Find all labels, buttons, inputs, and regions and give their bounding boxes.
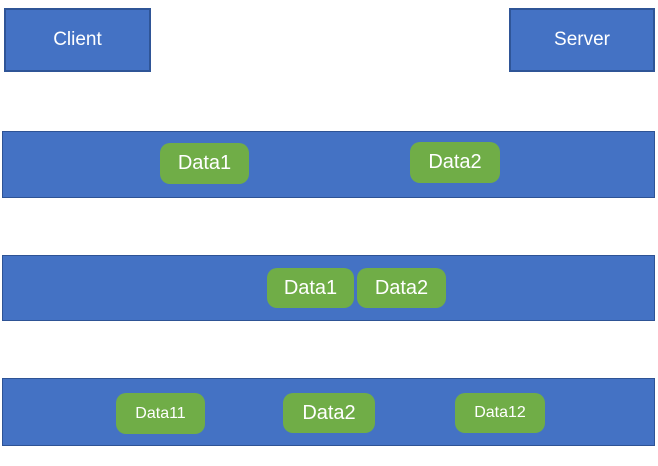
packet-row3-data2: Data2 [283, 393, 375, 433]
packet-label: Data2 [374, 276, 429, 299]
stream-bar-1 [2, 131, 655, 198]
packet-label: Data11 [135, 404, 186, 422]
packet-label: Data1 [283, 276, 338, 299]
packet-row2-data1: Data1 [267, 268, 354, 308]
packet-row3-data11: Data11 [116, 393, 205, 434]
packet-label: Data12 [474, 404, 526, 421]
packet-row3-data12: Data12 [455, 393, 545, 433]
server-node: Server [509, 8, 655, 72]
packet-label: Data1 [177, 152, 232, 174]
server-node-label: Server [554, 29, 610, 50]
packet-row1-data2: Data2 [410, 142, 500, 183]
client-node: Client [4, 8, 151, 72]
packet-label: Data2 [302, 401, 356, 424]
packet-row2-data2: Data2 [357, 268, 446, 308]
packet-row1-data1: Data1 [160, 143, 249, 184]
client-node-label: Client [53, 29, 102, 50]
packet-label: Data2 [428, 151, 482, 173]
